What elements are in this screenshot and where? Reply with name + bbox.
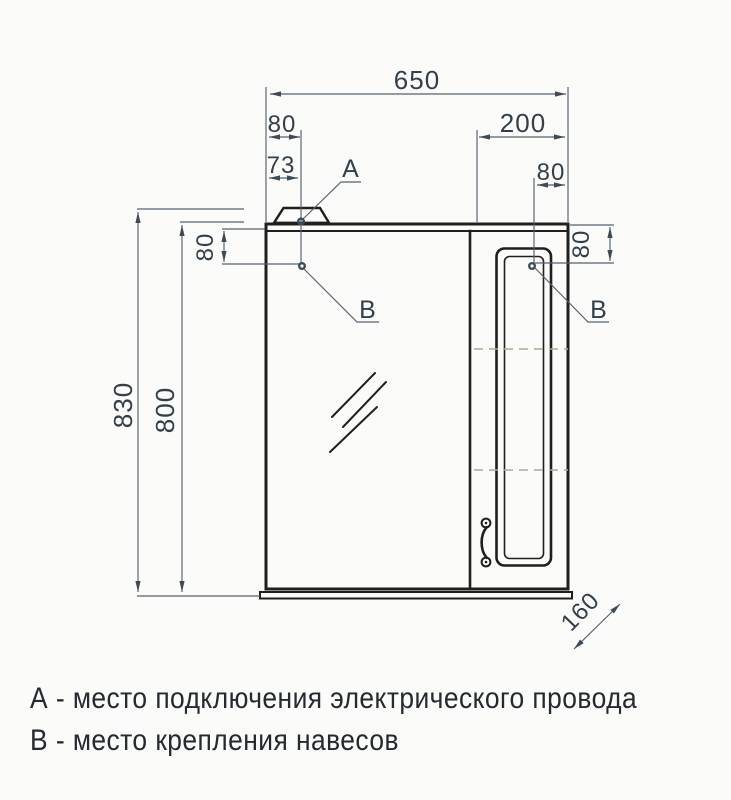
legend-point-b-description: В - место крепления навесов xyxy=(30,724,399,757)
leader-point-b-right xyxy=(534,267,609,323)
point-a-marker xyxy=(297,217,306,226)
dim-label-830: 830 xyxy=(108,382,138,428)
mirror-stroke xyxy=(331,372,376,418)
point-b-left-label: В xyxy=(359,296,377,324)
point-a-label: А xyxy=(342,155,360,183)
point-b-right-label: В xyxy=(590,296,608,324)
dim-label-80-top-right: 80 xyxy=(537,159,566,186)
door-panel-outer-frame xyxy=(495,247,553,567)
mirror-stroke xyxy=(342,381,387,428)
mount-points-group xyxy=(297,217,537,271)
dim-label-73: 73 xyxy=(267,152,296,179)
point-b-right-marker xyxy=(528,262,537,271)
dimension-lines-group xyxy=(135,87,621,650)
shelf-lines-group xyxy=(474,348,568,471)
dimension-labels-group: 650 80 73 200 80 830 800 80 80 160 А В В xyxy=(108,65,608,637)
dim-label-200: 200 xyxy=(500,108,546,138)
mirror-stroke xyxy=(329,406,378,453)
point-b-left-marker xyxy=(298,262,307,271)
leader-point-b-left xyxy=(303,268,379,323)
screw-center-dot xyxy=(484,560,488,564)
handle-screw-centers xyxy=(484,521,488,564)
dim-label-80-left-mount: 80 xyxy=(192,233,219,262)
dim-label-80-top-left: 80 xyxy=(268,111,297,138)
mirror-reflection-lines xyxy=(329,372,387,453)
dim-label-650: 650 xyxy=(394,65,440,95)
cabinet-outline-group xyxy=(259,206,573,600)
dim-label-160-depth: 160 xyxy=(556,587,605,637)
door-panel-inner-frame xyxy=(503,255,545,560)
leader-point-a xyxy=(302,181,361,220)
cabinet-base-plate xyxy=(259,591,573,600)
dim-label-800: 800 xyxy=(150,387,180,433)
door-handle xyxy=(480,525,489,560)
screw-center-dot xyxy=(484,521,488,525)
dim-line-160-depth xyxy=(573,603,621,650)
legend-point-a-description: А - место подключения электрического про… xyxy=(30,682,638,715)
cabinet-body xyxy=(264,222,570,591)
dim-label-80-right-mount: 80 xyxy=(568,230,595,259)
